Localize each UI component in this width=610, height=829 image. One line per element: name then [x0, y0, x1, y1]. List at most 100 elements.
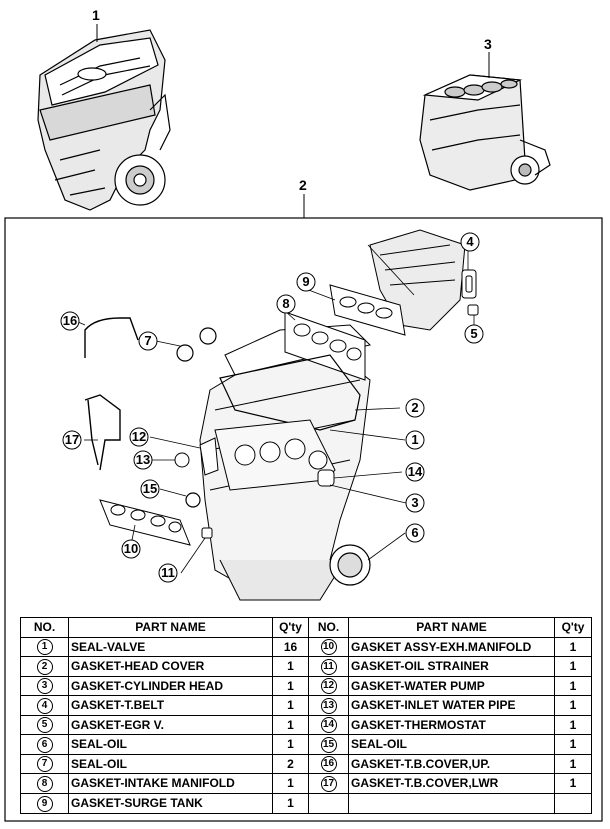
- gasket-egr-v: [467, 304, 479, 316]
- gasket-kit-label: 2: [299, 177, 307, 193]
- part-name-text: GASKET-INTAKE MANIFOLD: [71, 776, 235, 791]
- part-name-text: GASKET-CYLINDER HEAD: [71, 678, 224, 693]
- part-name-text: GASKET ASSY-EXH.MANIFOLD: [351, 639, 532, 654]
- cell-r-name: GASKET ASSY-EXH.MANIFOLD: [348, 636, 555, 657]
- item-number-badge: 5: [36, 717, 53, 734]
- cell-l-no: 6: [20, 734, 69, 755]
- cell-l-qty: 1: [272, 734, 309, 755]
- callout-16: 16: [63, 313, 77, 328]
- item-number-badge: 8: [36, 775, 53, 792]
- engine-assembly-drawing: [37, 29, 171, 211]
- cell-r-name: GASKET-T.B.COVER,UP.: [348, 753, 555, 774]
- part-name-text: SEAL-OIL: [71, 737, 127, 752]
- callout-15: 15: [143, 481, 157, 496]
- part-name-text: GASKET-T.B.COVER,UP.: [351, 756, 491, 771]
- seal-oil-cam: [176, 327, 217, 362]
- cell-r-name: [348, 792, 555, 814]
- gasket-thermostat: [317, 469, 335, 487]
- cell-r-no: 17: [308, 773, 349, 794]
- item-number-badge: 3: [36, 678, 53, 695]
- quantity-text: 1: [287, 698, 294, 713]
- callout-14: 14: [408, 464, 423, 479]
- item-number-badge: 2: [36, 658, 53, 675]
- part-name-text: GASKET-T.B.COVER,LWR: [351, 776, 499, 791]
- table-header-row: NO. PART NAME Q'ty NO. PART NAME Q'ty: [20, 617, 592, 638]
- callout-5: 5: [470, 326, 477, 341]
- gasket-intake-manifold: [284, 311, 366, 381]
- cell-r-qty: 1: [554, 695, 592, 716]
- callout-3: 3: [411, 495, 418, 510]
- quantity-text: 1: [287, 776, 294, 791]
- engine-assy-label: 1: [92, 7, 100, 23]
- quantity-text: 1: [569, 737, 577, 752]
- part-name-text: SEAL-OIL: [71, 756, 127, 771]
- quantity-text: 1: [569, 776, 577, 791]
- quantity-text: 1: [569, 639, 577, 654]
- cell-l-name: GASKET-T.BELT: [68, 695, 273, 716]
- cell-r-no: 11: [308, 656, 349, 677]
- cell-r-qty: [554, 792, 592, 814]
- cell-r-qty: 1: [554, 753, 592, 774]
- header-no-left: NO.: [20, 617, 69, 638]
- quantity-text: 1: [287, 717, 294, 732]
- item-number-badge: 16: [320, 756, 337, 773]
- cell-l-no: 3: [20, 675, 69, 696]
- cell-l-name: GASKET-INTAKE MANIFOLD: [68, 773, 273, 794]
- cell-r-qty: 1: [554, 714, 592, 735]
- quantity-text: 1: [287, 678, 294, 693]
- quantity-text: 1: [287, 737, 294, 752]
- seal-oil-rear: [329, 544, 371, 586]
- gasket-kit-frame: [4, 217, 603, 822]
- header-qty-right: Q'ty: [554, 617, 592, 638]
- part-name-text: GASKET-SURGE TANK: [71, 796, 203, 810]
- cell-l-name: SEAL-OIL: [68, 734, 273, 755]
- cell-r-no: 13: [308, 695, 349, 716]
- cell-r-qty: 1: [554, 675, 592, 696]
- cell-r-no: 10: [308, 636, 349, 657]
- part-name-text: GASKET-EGR V.: [71, 717, 164, 732]
- cell-l-no: 2: [20, 656, 69, 677]
- item-number-badge: 14: [320, 717, 337, 734]
- quantity-text: 16: [283, 639, 298, 654]
- cell-l-no: 7: [20, 753, 69, 774]
- cell-l-qty: 1: [272, 675, 309, 696]
- cylinder-block-drawing: [419, 74, 551, 191]
- callout-2: 2: [411, 400, 418, 415]
- part-name-text: GASKET-HEAD COVER: [71, 659, 205, 674]
- cell-l-no: 5: [20, 714, 69, 735]
- cell-l-qty: 1: [272, 773, 309, 794]
- cell-r-name: GASKET-THERMOSTAT: [348, 714, 555, 735]
- callout-12: 12: [132, 429, 146, 444]
- cell-l-qty: 1: [272, 792, 309, 814]
- callout-8: 8: [282, 296, 289, 311]
- gasket-water-pump: [199, 437, 219, 476]
- seal-oil-front: [185, 492, 201, 508]
- cell-r-no: 12: [308, 675, 349, 696]
- part-name-text: SEAL-VALVE: [71, 639, 146, 654]
- cell-l-qty: 1: [272, 656, 309, 677]
- header-no-right: NO.: [308, 617, 349, 638]
- cell-r-qty: 1: [554, 773, 592, 794]
- quantity-text: 1: [569, 698, 577, 713]
- item-number-badge: 12: [320, 678, 337, 695]
- cell-l-qty: 16: [272, 636, 309, 657]
- cell-r-no: [308, 792, 349, 814]
- gasket-cylinder-head: [214, 419, 336, 491]
- table-row: 3 GASKET-CYLINDER HEAD 1 12 GASKET-WATER PUM…: [20, 675, 592, 696]
- callout-4: 4: [466, 234, 474, 249]
- part-name-text: GASKET-OIL STRAINER: [351, 659, 489, 674]
- cell-r-name: SEAL-OIL: [348, 734, 555, 755]
- cell-l-qty: 2: [272, 753, 309, 774]
- cell-r-name: GASKET-WATER PUMP: [348, 675, 555, 696]
- cell-r-name: GASKET-INLET WATER PIPE: [348, 695, 555, 716]
- part-name-text: GASKET-INLET WATER PIPE: [351, 698, 516, 713]
- gasket-surge-tank: [329, 284, 406, 336]
- quantity-text: 1: [569, 756, 577, 771]
